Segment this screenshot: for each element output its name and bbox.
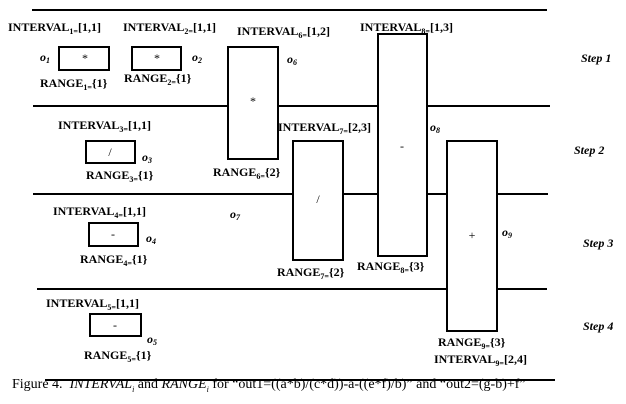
- o-label-4: o4: [146, 231, 156, 246]
- interval-label-9: INTERVAL9=[2,4]: [434, 352, 527, 368]
- op-box-8: [377, 33, 428, 257]
- o-label-6: o6: [287, 52, 297, 67]
- op-symbol-6: *: [250, 94, 256, 108]
- o-label-7: o7: [230, 207, 240, 222]
- range-label-7: RANGE7={2}: [277, 265, 345, 281]
- range-label-2: RANGE2={1}: [124, 71, 192, 87]
- interval-label-5: INTERVAL5=[1,1]: [46, 296, 139, 312]
- step-label-1: Step 1: [581, 51, 612, 65]
- interval-label-2: INTERVAL2=[1,1]: [123, 20, 216, 36]
- range-label-9: RANGE9={3}: [438, 335, 506, 351]
- range-label-5: RANGE5={1}: [84, 348, 152, 364]
- o-label-9: o9: [502, 225, 512, 240]
- interval-label-8: INTERVAL8=[1,3]: [360, 20, 453, 36]
- range-label-1: RANGE1={1}: [40, 76, 108, 92]
- o-label-3: o3: [142, 150, 152, 165]
- op-symbol-5: -: [113, 318, 117, 332]
- figure-caption: Figure 4. INTERVALi and RANGEi for “out1…: [12, 377, 526, 394]
- op-box-7: [292, 140, 344, 261]
- range-label-6: RANGE6={2}: [213, 165, 281, 181]
- op-symbol-1: *: [82, 51, 88, 65]
- range-label-4: RANGE4={1}: [80, 252, 148, 268]
- step-label-2: Step 2: [574, 143, 605, 157]
- interval-label-4: INTERVAL4=[1,1]: [53, 204, 146, 220]
- op-box-6: [227, 46, 279, 160]
- o-label-1: o1: [40, 50, 50, 65]
- interval-label-7: INTERVAL7=[2,3]: [278, 120, 371, 136]
- op-symbol-2: *: [154, 51, 160, 65]
- op-symbol-4: -: [111, 227, 115, 241]
- step-label-3: Step 3: [583, 236, 614, 250]
- range-label-8: RANGE8={3}: [357, 259, 425, 275]
- step-label-4: Step 4: [583, 319, 614, 333]
- op-box-9: [446, 140, 498, 332]
- interval-label-6: INTERVAL6=[1,2]: [237, 24, 330, 40]
- op-box-3: [85, 140, 136, 164]
- op-symbol-3: /: [108, 145, 112, 159]
- op-symbol-8: -: [400, 139, 404, 153]
- op-symbol-7: /: [316, 192, 320, 206]
- interval-label-3: INTERVAL3=[1,1]: [58, 118, 151, 134]
- op-box-1: [58, 46, 110, 71]
- o-label-8: o8: [430, 120, 440, 135]
- op-box-2: [131, 46, 182, 71]
- op-box-5: [89, 313, 142, 337]
- op-symbol-9: +: [468, 228, 476, 242]
- op-box-4: [88, 222, 139, 247]
- o-label-5: o5: [147, 332, 157, 347]
- interval-label-1: INTERVAL1=[1,1]: [8, 20, 101, 36]
- range-label-3: RANGE3={1}: [86, 168, 154, 184]
- o-label-2: o2: [192, 50, 202, 65]
